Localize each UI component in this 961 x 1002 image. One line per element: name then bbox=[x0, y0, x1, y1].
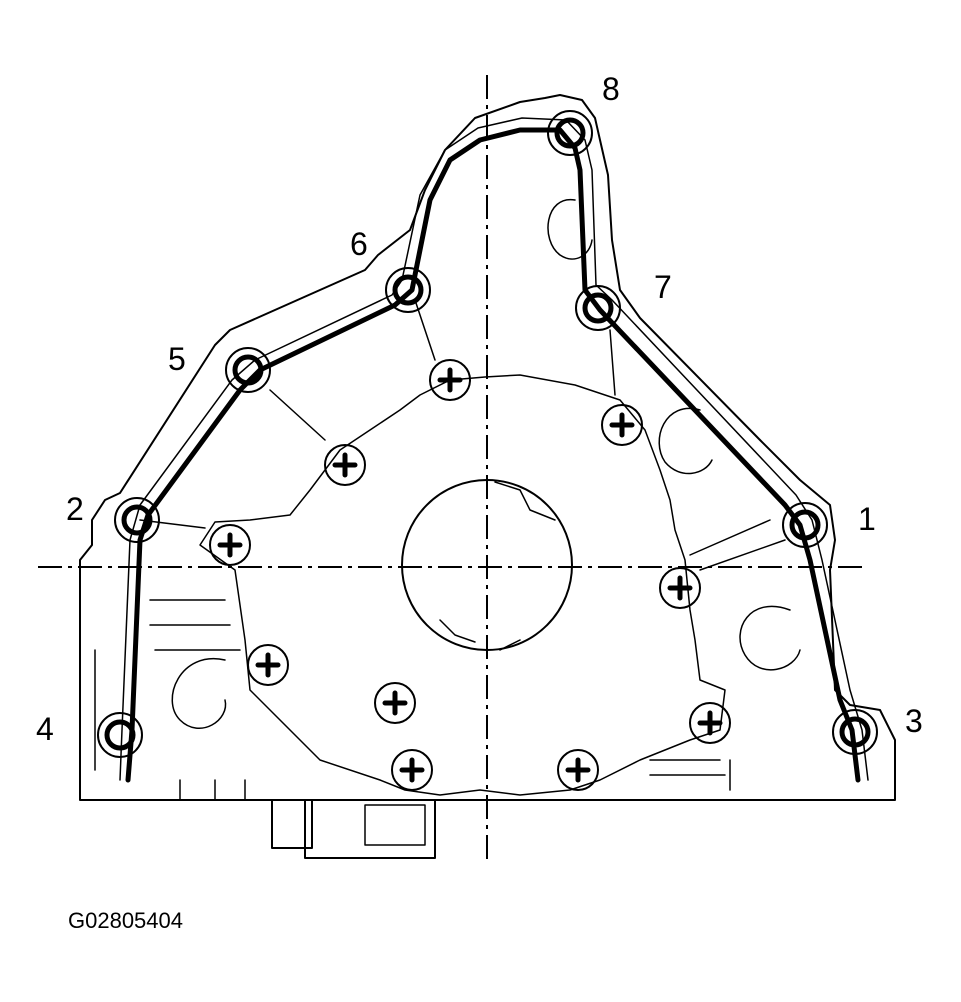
lower-boss-tab bbox=[364, 804, 426, 846]
screw-icon bbox=[374, 682, 416, 724]
lower-boss-center bbox=[304, 799, 436, 859]
pump-cover-screws bbox=[209, 359, 731, 791]
bolt-label-8: 8 bbox=[602, 71, 620, 107]
bolt-label-3: 3 bbox=[905, 703, 923, 739]
bolt-hole-7 bbox=[575, 285, 621, 331]
shaft-bore bbox=[401, 479, 573, 651]
screw-icon bbox=[557, 749, 599, 791]
figure-code: G02805404 bbox=[68, 908, 183, 933]
bolt-hole-8 bbox=[547, 110, 593, 156]
relief-cavity-left bbox=[171, 657, 227, 730]
gasket-inner-edge bbox=[119, 117, 869, 781]
bolt-hole-2 bbox=[114, 497, 160, 543]
housing-outline bbox=[79, 94, 896, 801]
bolt-label-4: 4 bbox=[36, 711, 54, 747]
bolt-label-5: 5 bbox=[168, 341, 186, 377]
lower-boss-left bbox=[271, 799, 313, 849]
gasket-groove bbox=[125, 127, 861, 783]
screw-icon bbox=[429, 359, 471, 401]
screw-icon bbox=[659, 567, 701, 609]
relief-cavity-top bbox=[547, 199, 593, 260]
bolt-label-1: 1 bbox=[858, 501, 876, 537]
screw-icon bbox=[324, 444, 366, 486]
bolt-hole-3 bbox=[832, 709, 878, 755]
bolt-label-6: 6 bbox=[350, 226, 368, 262]
gusset-lines bbox=[139, 299, 786, 571]
screw-icon bbox=[209, 524, 251, 566]
bolt-hole-1 bbox=[782, 502, 828, 548]
shaft-spline bbox=[439, 481, 556, 651]
pump-body-outline bbox=[199, 374, 726, 796]
relief-cavity-right bbox=[739, 605, 801, 671]
relief-cavity-upper-right bbox=[658, 407, 713, 475]
screw-icon bbox=[247, 644, 289, 686]
screw-icon bbox=[601, 404, 643, 446]
bolt-hole-4 bbox=[97, 712, 143, 758]
left-side-ribs bbox=[94, 599, 246, 801]
right-side-ribs bbox=[649, 759, 731, 791]
bolt-label-7: 7 bbox=[654, 269, 672, 305]
bolt-hole-5 bbox=[225, 347, 271, 393]
bolt-hole-6 bbox=[385, 267, 431, 313]
bolt-holes bbox=[97, 110, 878, 758]
bolt-label-2: 2 bbox=[66, 491, 84, 527]
screw-icon bbox=[689, 702, 731, 744]
screw-icon bbox=[391, 749, 433, 791]
